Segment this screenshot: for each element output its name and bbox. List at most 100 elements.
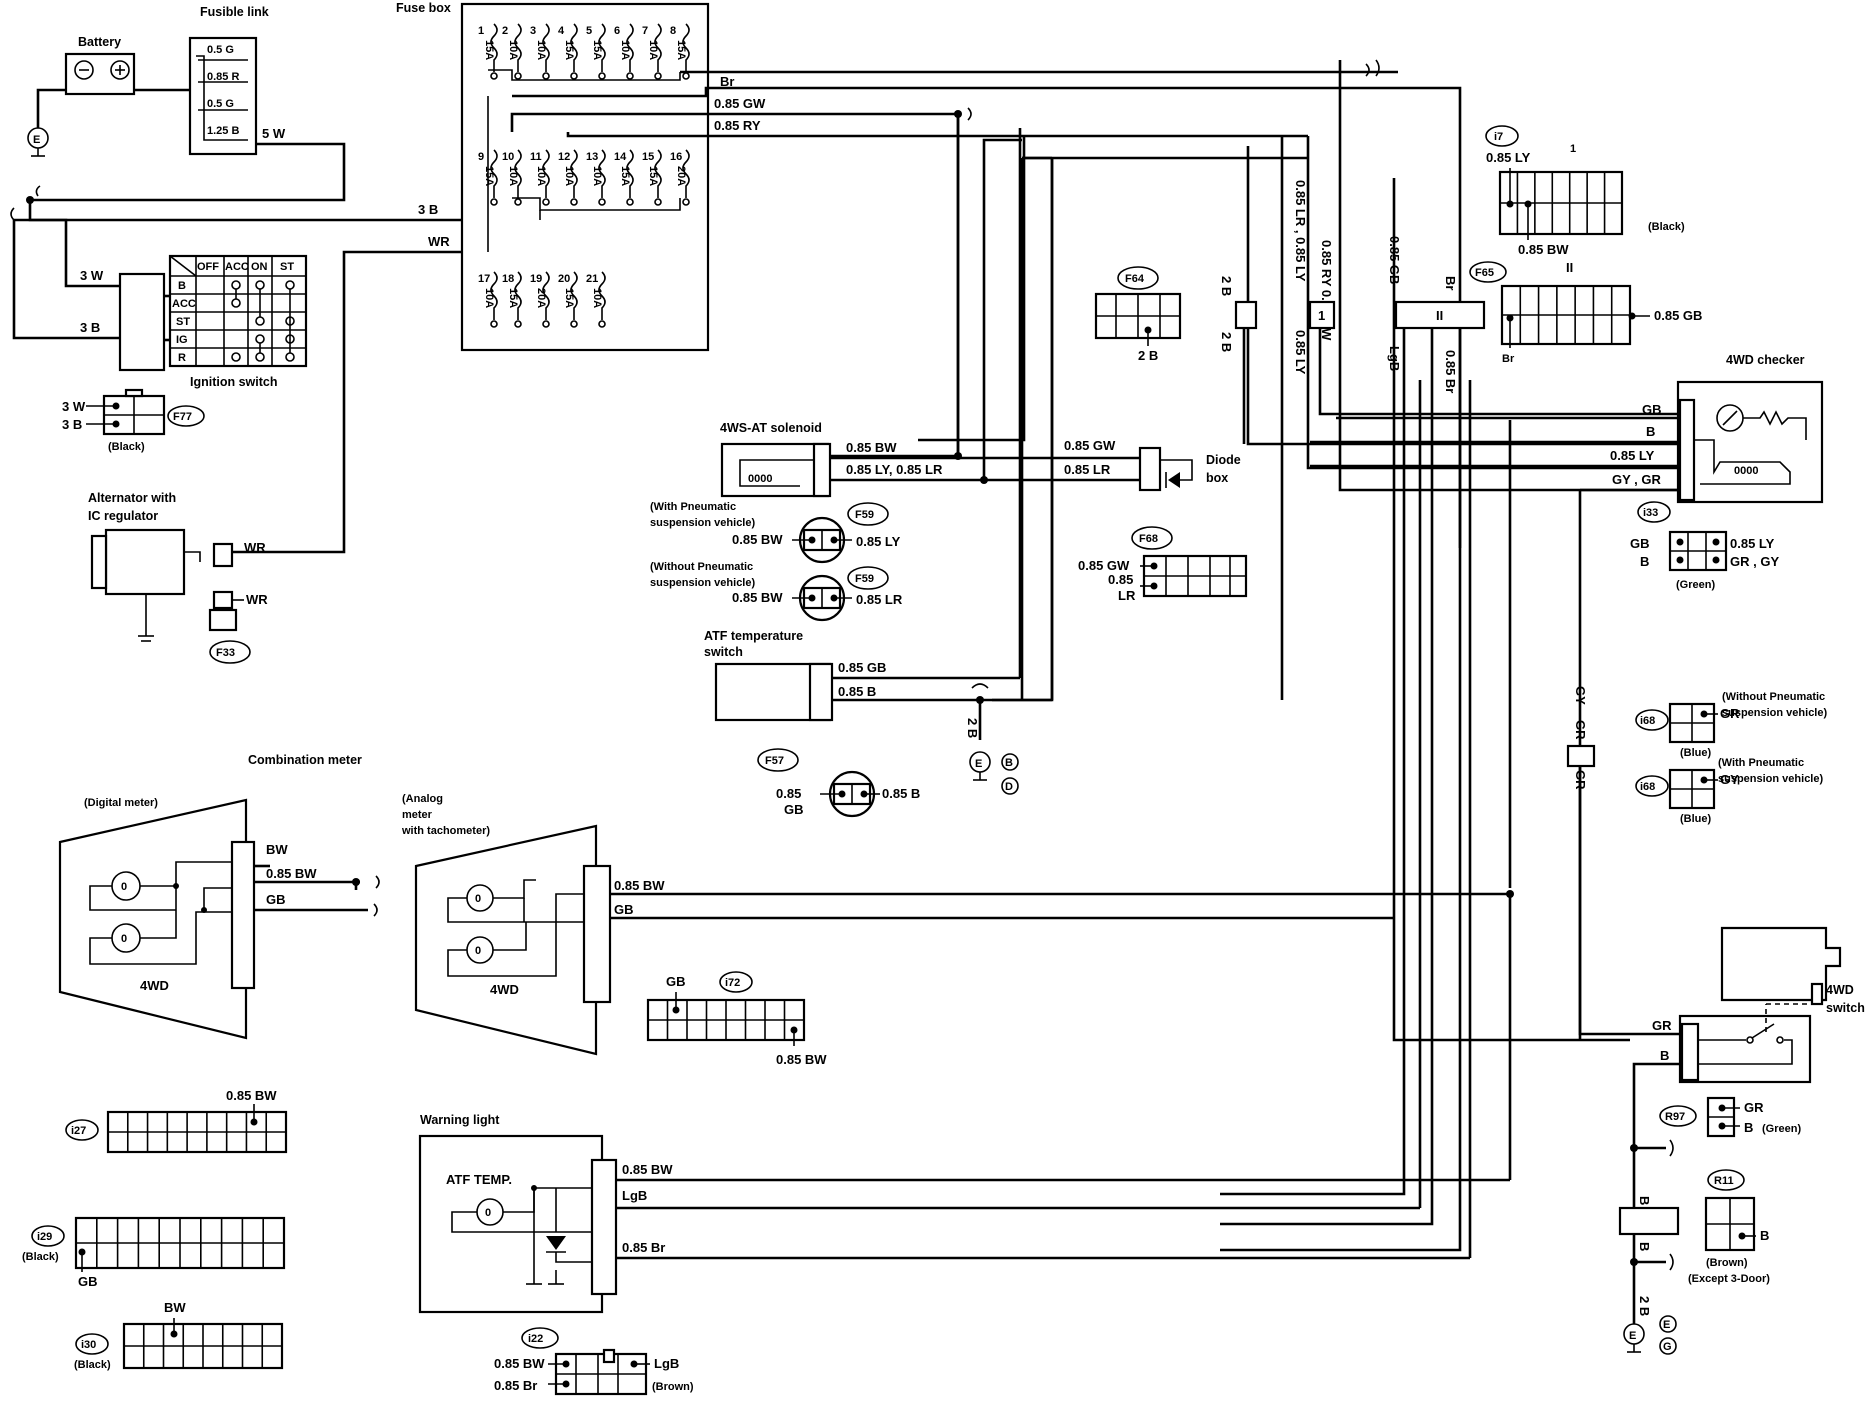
- am-bw: 0.85 BW: [614, 878, 665, 893]
- svg-text:8: 8: [670, 25, 676, 37]
- svg-text:15A: 15A: [647, 166, 659, 186]
- f59a-ly: 0.85 LY: [856, 534, 901, 549]
- f33-wr: WR: [246, 592, 268, 607]
- connector-i33: i33 GB B 0.85 LY GR , GY (Green): [1630, 501, 1779, 591]
- vlabel-br: Br: [1443, 276, 1458, 290]
- ignition-switch-label: Ignition switch: [190, 375, 278, 389]
- svg-text:15A: 15A: [563, 40, 575, 60]
- dm-bw085: 0.85 BW: [266, 866, 317, 881]
- ground-e-atf: E: [975, 758, 982, 770]
- f59a-tag: F59: [855, 509, 874, 521]
- svg-text:19: 19: [530, 273, 542, 285]
- ign-h-acc: ACC: [225, 261, 249, 273]
- i27-tag: i27: [71, 1125, 86, 1137]
- i22-lgb: LgB: [654, 1356, 679, 1371]
- connector-r11: R11 B (Brown) (Except 3-Door): [1688, 1169, 1770, 1285]
- ground-e-battery: E: [27, 127, 49, 157]
- i7-1: 1: [1570, 143, 1576, 155]
- svg-text:10A: 10A: [483, 288, 495, 308]
- svg-text:10A: 10A: [535, 166, 547, 186]
- analog-label-2: meter: [402, 809, 433, 821]
- svg-text:11: 11: [530, 151, 542, 163]
- svg-text:14: 14: [614, 151, 627, 163]
- vertical-labels: 0.85 LR , 0.85 LY 0.85 RY 0.85 BW 0.85 L…: [1219, 180, 1458, 393]
- svg-text:15A: 15A: [591, 40, 603, 60]
- ign-h-on: ON: [251, 261, 268, 273]
- i7-bw: 0.85 BW: [1518, 242, 1569, 257]
- connector-i68-b: i68 GY (Blue) (With Pneumatic suspension…: [1635, 757, 1823, 825]
- r97-gr: GR: [1744, 1100, 1764, 1115]
- atf-gb: 0.85 GB: [838, 660, 886, 675]
- fuse-group: 115A210A310A415A515A610A710A815A915A1010…: [478, 23, 690, 328]
- i22-color: (Brown): [652, 1381, 694, 1393]
- i68a-gr: GR: [1720, 706, 1740, 721]
- f59a-bw: 0.85 BW: [732, 532, 783, 547]
- warn-atf: ATF TEMP.: [446, 1172, 512, 1187]
- connector-i7: i7 0.85 LY 1 0.85 BW (Black): [1485, 125, 1685, 257]
- svg-text:16: 16: [670, 151, 682, 163]
- i68a-tag: i68: [1640, 715, 1655, 727]
- sol-bw: 0.85 BW: [846, 440, 897, 455]
- i72-tag: i72: [725, 977, 740, 989]
- vlabel-gr-a: GR: [1573, 720, 1588, 740]
- i22-br: 0.85 Br: [494, 1378, 537, 1393]
- f77-3b: 3 B: [62, 417, 82, 432]
- atf-label-1: ATF temperature: [704, 629, 803, 643]
- connector-f65: F65 II 0.85 GB Br: [1469, 260, 1702, 365]
- svg-text:10: 10: [502, 151, 514, 163]
- i30-bw: BW: [164, 1300, 186, 1315]
- svg-text:20A: 20A: [675, 166, 687, 186]
- svg-text:15: 15: [642, 151, 654, 163]
- svg-text:1: 1: [478, 25, 484, 37]
- i72-gb: GB: [666, 974, 686, 989]
- connector-i22: i22 0.85 BW 0.85 Br LgB (Brown): [494, 1327, 694, 1396]
- i68b-color: (Blue): [1680, 813, 1712, 825]
- f59b-bw: 0.85 BW: [732, 590, 783, 605]
- svg-text:5: 5: [586, 25, 592, 37]
- connector-f59-a: (With Pneumatic suspension vehicle) F59 …: [650, 501, 901, 564]
- i33-ly: 0.85 LY: [1730, 536, 1775, 551]
- f68-gw: 0.85 GW: [1078, 558, 1130, 573]
- wire-br-top: Br: [720, 74, 734, 89]
- ground-g-tag: G: [1663, 1341, 1672, 1353]
- f57-b: 0.85 B: [882, 786, 920, 801]
- fl-2: 0.5 G: [207, 98, 234, 110]
- i30-color: (Black): [74, 1359, 111, 1371]
- svg-text:15A: 15A: [619, 166, 631, 186]
- ground-e-letter: E: [33, 134, 40, 146]
- f77-tag: F77: [173, 411, 192, 423]
- f65-gb: 0.85 GB: [1654, 308, 1702, 323]
- digital-meter: (Digital meter) 0 0 4WD BW 0.85 BW GB: [58, 797, 380, 1040]
- wire-gw-top: 0.85 GW: [714, 96, 766, 111]
- f64-2b: 2 B: [1138, 348, 1158, 363]
- i68b-note-2: suspension vehicle): [1718, 773, 1823, 785]
- analog-label-1: (Analog: [402, 793, 443, 805]
- f68-tag: F68: [1139, 533, 1158, 545]
- sw-vb-1: B: [1637, 1196, 1652, 1205]
- inline-conn-1: 1: [1318, 308, 1325, 323]
- connector-i29: i29 (Black) GB: [22, 1216, 286, 1289]
- vlabel-lgb: LgB: [1387, 346, 1402, 371]
- svg-text:18: 18: [502, 273, 514, 285]
- ground-d-tag: D: [1005, 781, 1013, 793]
- vlabel-2b-a: 2 B: [1219, 276, 1234, 296]
- connector-f68: F68 0.85 GW 0.85 LR: [1078, 526, 1248, 603]
- connector-i68-a: i68 GR (Blue) (Without Pneumatic suspens…: [1635, 691, 1827, 759]
- sw-gr: GR: [1652, 1018, 1672, 1033]
- sol-gw: 0.85 GW: [1064, 438, 1116, 453]
- svg-text:20A: 20A: [535, 288, 547, 308]
- sw-b: B: [1660, 1048, 1669, 1063]
- svg-text:15A: 15A: [483, 166, 495, 186]
- i29-color: (Black): [22, 1251, 59, 1263]
- svg-text:10A: 10A: [591, 288, 603, 308]
